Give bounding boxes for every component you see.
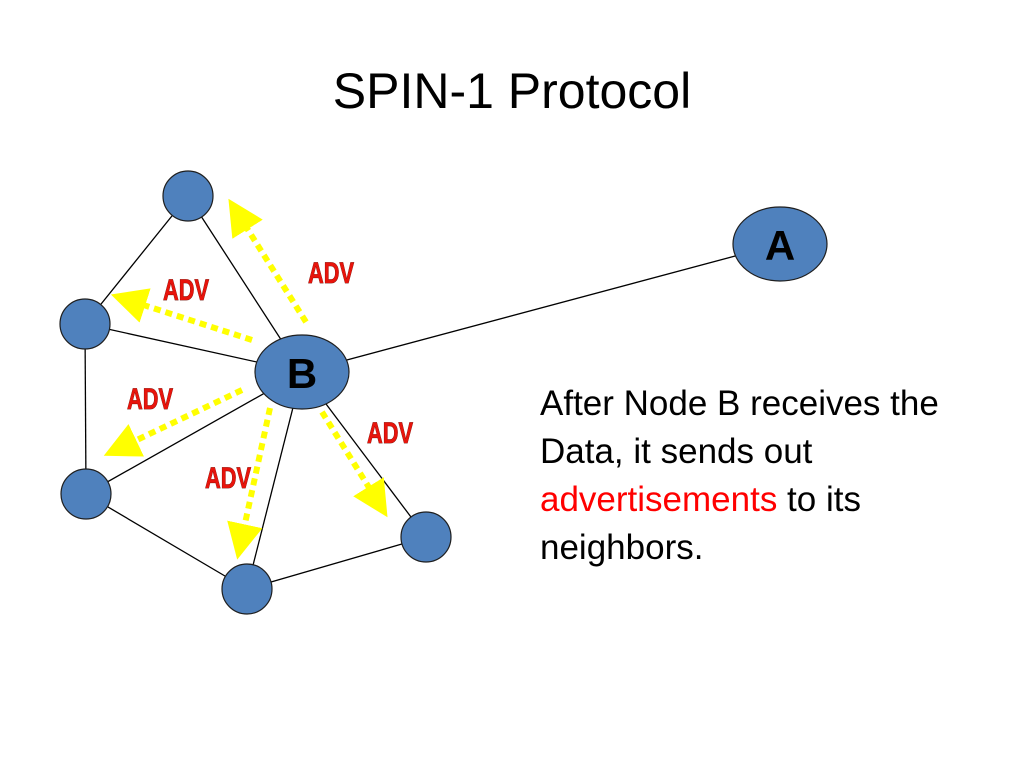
node-upper-left bbox=[59, 298, 111, 350]
nodes bbox=[59, 170, 828, 615]
node-lower-right bbox=[400, 511, 452, 563]
edge-b-a bbox=[301, 243, 781, 373]
adv-arrow-lower-right bbox=[319, 410, 388, 518]
edge-upper-left-lower-left bbox=[84, 323, 87, 495]
node-b-label: B bbox=[287, 350, 317, 397]
caption-part1: After Node B receives the Data, it sends… bbox=[540, 384, 939, 471]
adv-arrow-upper-left bbox=[110, 288, 253, 343]
node-a-label: A bbox=[765, 222, 795, 269]
node-top bbox=[162, 170, 214, 222]
node-a bbox=[732, 206, 828, 282]
adv-label-upper-left: ADV bbox=[163, 274, 209, 307]
edge-lower-left-bottom bbox=[85, 493, 248, 590]
adv-arrows bbox=[103, 198, 388, 560]
adv-label-bottom: ADV bbox=[205, 462, 251, 495]
adv-arrow-top bbox=[228, 198, 309, 324]
adv-label-lower-right: ADV bbox=[367, 417, 413, 450]
edge-bottom-lower-right bbox=[246, 536, 427, 590]
adv-label-top: ADV bbox=[308, 257, 354, 290]
adv-arrow-bottom bbox=[227, 407, 273, 560]
node-bottom bbox=[221, 563, 273, 615]
adv-arrow-lower-left bbox=[103, 387, 244, 457]
caption-part2: to its neighbors. bbox=[540, 480, 861, 567]
slide-title: SPIN-1 Protocol bbox=[332, 63, 692, 119]
adv-label-lower-left: ADV bbox=[127, 383, 173, 416]
node-lower-left bbox=[60, 468, 112, 520]
caption-text: After Node B receives the Data, it sends… bbox=[540, 380, 1010, 572]
caption-highlight: advertisements bbox=[540, 480, 778, 519]
edge-top-upper-left bbox=[84, 195, 189, 325]
node-b bbox=[254, 334, 350, 410]
